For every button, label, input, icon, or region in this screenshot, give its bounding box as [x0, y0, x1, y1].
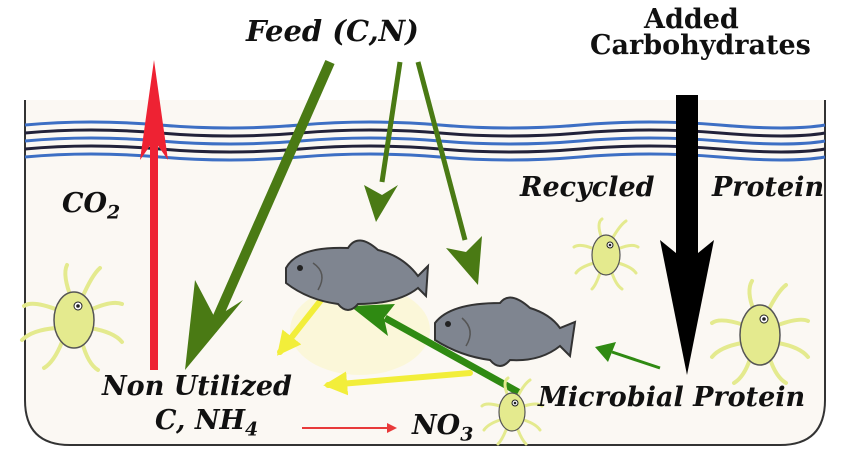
microbe-icon — [20, 263, 124, 372]
added-label: Added — [644, 4, 739, 35]
microbial-protein-label: Microbial Protein — [538, 382, 806, 413]
c-nh4-label: C, NH4 — [155, 405, 259, 441]
feed-label: Feed (C,N) — [246, 14, 419, 48]
co2-arrow — [140, 60, 168, 370]
microbe-icon — [572, 217, 640, 291]
non-utilized-label: Non Utilized — [102, 371, 292, 402]
feed-arrows — [185, 59, 482, 370]
carbohydrates-label: Carbohydrates — [590, 30, 811, 61]
fish-icon — [434, 296, 577, 367]
waste-arrows — [277, 292, 473, 396]
microbial-arrows — [350, 304, 661, 397]
no3-label: NO3 — [412, 410, 474, 446]
co2-label: CO2 — [62, 188, 121, 224]
protein-label: Protein — [712, 172, 825, 203]
waste-glow — [290, 285, 430, 375]
fish-icon — [285, 239, 430, 311]
carbohydrate-arrow — [660, 95, 714, 375]
microbe-icon — [480, 376, 544, 446]
microbe-icon — [710, 279, 810, 385]
recycled-label: Recycled — [520, 172, 655, 203]
